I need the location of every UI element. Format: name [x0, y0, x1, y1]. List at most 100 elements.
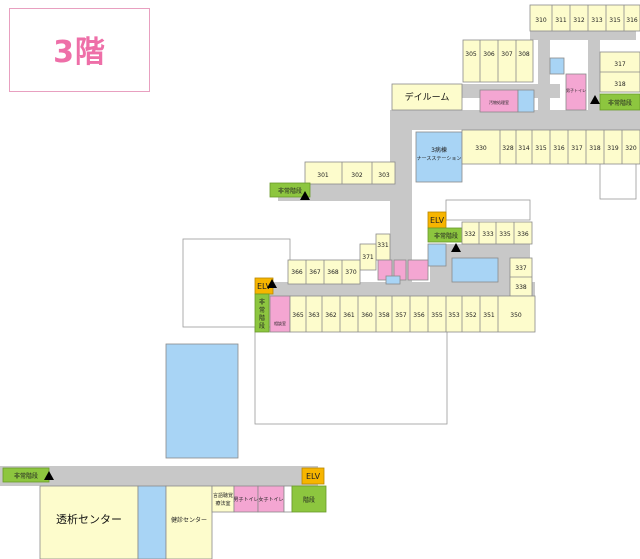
womens-toilet-bottom-label: 女子トイレ — [258, 496, 283, 503]
room-301: 301 — [317, 172, 329, 179]
rooms-row-365: 365 363 362 361 360 358 357 356 355 353 … — [292, 296, 522, 332]
blue-area-small — [549, 57, 565, 75]
room-307: 307 — [501, 51, 513, 58]
rooms-row-301: 301 302 303 — [317, 162, 390, 184]
room-313: 313 — [591, 17, 603, 24]
stairs-marker-bottom — [44, 471, 54, 480]
bottom-small-room — [283, 485, 293, 513]
pink-small-1 — [377, 259, 393, 281]
room-316-b: 316 — [553, 145, 565, 152]
room-333: 333 — [482, 231, 494, 238]
rooms-row-305: 305 306 307 308 — [465, 40, 530, 82]
room-355: 355 — [431, 312, 443, 319]
pink-small-3 — [407, 259, 429, 281]
stairs-bottom-label: 階段 — [303, 496, 315, 504]
speech-therapy-label-1: 言語聴覚 — [213, 492, 233, 499]
room-316: 316 — [626, 17, 638, 24]
speech-therapy-label-2: 療法室 — [215, 500, 230, 507]
room-312: 312 — [573, 17, 585, 24]
floor-label: 3階 — [53, 35, 106, 70]
room-318-b: 318 — [589, 145, 601, 152]
elevator-center-label: ELV — [430, 216, 445, 225]
elevator-bottom-label: ELV — [306, 472, 321, 481]
womens-toilet-bottom — [257, 485, 285, 513]
nurse-station[interactable] — [415, 131, 463, 183]
room-366: 366 — [291, 269, 303, 276]
speech-therapy-room — [211, 485, 235, 513]
blue-small — [385, 275, 401, 285]
emergency-stairs-left-label: 非常階段 — [278, 187, 302, 195]
emergency-stairs-right — [599, 93, 640, 111]
blue-block-bottom — [137, 485, 167, 559]
emergency-stairs-center-label: 非常階段 — [434, 232, 458, 240]
rooms-row-330: 330 328 314 315 316 317 318 319 320 — [475, 130, 637, 164]
nurse-station-label-2: ナースステーション — [417, 156, 462, 162]
room-337: 337 — [515, 265, 527, 272]
stairs-marker-center — [451, 243, 461, 252]
room-361: 361 — [343, 312, 355, 319]
room-356: 356 — [413, 312, 425, 319]
room-357: 357 — [395, 312, 407, 319]
emergency-stairs-bottom-label: 非常階段 — [14, 472, 38, 480]
room-303: 303 — [378, 172, 390, 179]
room-308: 308 — [518, 51, 530, 58]
room-367: 367 — [309, 269, 321, 276]
rooms-row-366: 366 367 368 370 — [291, 260, 357, 284]
room-353: 353 — [448, 312, 460, 319]
room-311: 311 — [555, 17, 567, 24]
room-310: 310 — [535, 17, 547, 24]
emergency-stairs-right-label: 非常階段 — [608, 99, 632, 107]
elevator-left-label: ELV — [257, 282, 272, 291]
room-370: 370 — [345, 269, 357, 276]
stairs-marker-elv-left — [267, 279, 277, 288]
room-318: 318 — [614, 81, 626, 88]
room-317-b: 317 — [571, 145, 583, 152]
rooms-top-row: 310 311 312 313 315 316 — [535, 5, 638, 31]
stairs-bottom — [291, 485, 327, 513]
emg-v2: 常 — [259, 306, 265, 314]
room-306: 306 — [483, 51, 495, 58]
day-room-label: デイルーム — [405, 91, 450, 103]
consult-room — [269, 295, 291, 333]
room-302: 302 — [351, 172, 363, 179]
nurse-station-label-1: 3病棟 — [431, 146, 447, 154]
emg-v4: 段 — [259, 322, 265, 330]
blue-area-day — [451, 257, 499, 283]
floor-badge: 3階 — [9, 8, 150, 92]
emg-v3: 階 — [259, 314, 265, 322]
room-365: 365 — [292, 312, 304, 319]
mens-toilet-label-right: 男子トイレ — [566, 87, 586, 93]
room-335: 335 — [499, 231, 511, 238]
day-room[interactable] — [391, 83, 463, 111]
room-350: 350 — [510, 312, 522, 319]
room-338: 338 — [515, 284, 527, 291]
room-352: 352 — [465, 312, 477, 319]
consult-room-label: 相談室 — [274, 320, 286, 326]
room-371: 371 — [362, 254, 374, 261]
room-330: 330 — [475, 145, 487, 152]
elevator-bottom[interactable] — [301, 467, 325, 485]
corridors — [0, 30, 640, 486]
room-351: 351 — [483, 312, 495, 319]
room-314: 314 — [518, 145, 530, 152]
room-315: 315 — [609, 17, 621, 24]
emg-v1: 非 — [259, 298, 265, 306]
room-331: 331 — [377, 242, 389, 249]
emergency-stairs-left — [269, 182, 311, 198]
blue-area-elv — [427, 243, 447, 267]
room-362: 362 — [325, 312, 337, 319]
checkup-center[interactable] — [165, 485, 213, 559]
room-332: 332 — [464, 231, 476, 238]
checkup-center-label: 健診センター — [171, 516, 207, 524]
stairs-marker-left — [300, 191, 310, 200]
room-305: 305 — [465, 51, 477, 58]
emergency-stairs-vertical — [254, 293, 270, 333]
blue-block-large — [165, 343, 239, 459]
toilet-pink-right — [565, 73, 587, 111]
outline-zone-3 — [445, 199, 531, 221]
room-315-b: 315 — [535, 145, 547, 152]
room-317: 317 — [614, 61, 626, 68]
room-360: 360 — [361, 312, 373, 319]
blue-area-center — [517, 89, 535, 113]
